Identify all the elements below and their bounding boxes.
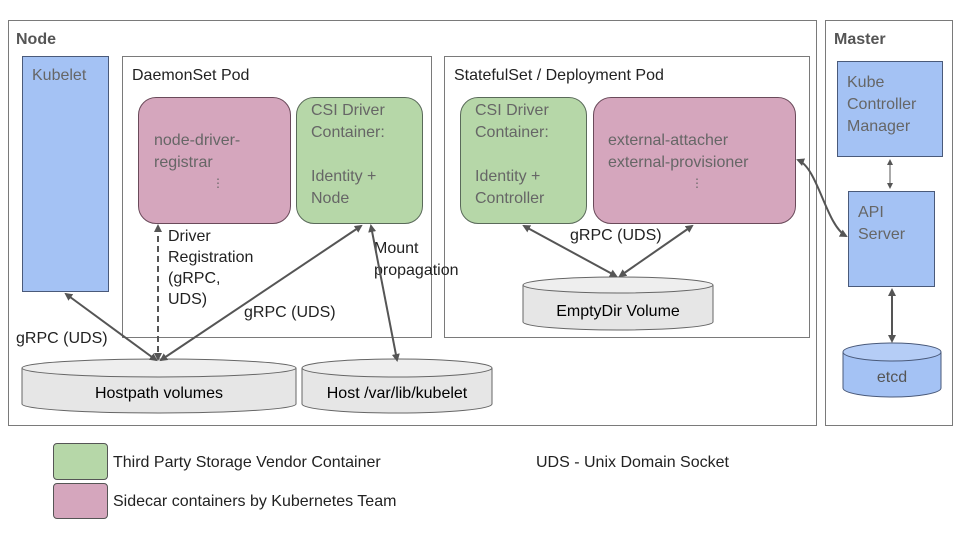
arrow-csi-controller-emptydir [522,225,618,277]
external-sidecars-box[interactable]: external-attacher external-provisioner ⋮ [593,97,796,224]
arrow-kubelet-hostpath [64,292,158,362]
csi-driver-controller-box[interactable]: CSI Driver Container: Identity + Control… [460,97,587,224]
statefulset-pod-title: StatefulSet / Deployment Pod [454,67,664,84]
master-title: Master [834,31,886,48]
legend-green-label: Third Party Storage Vendor Container [113,454,381,471]
csi-driver-node-label: CSI Driver Container: Identity + Node [311,102,385,207]
legend-green-swatch [53,443,108,480]
legend-uds-note: UDS - Unix Domain Socket [536,454,729,471]
api-server-box[interactable]: API Server [848,191,935,287]
daemonset-pod-title: DaemonSet Pod [132,67,250,84]
controller-manager-box[interactable]: Kube Controller Manager [837,61,943,157]
csi-driver-node-box[interactable]: CSI Driver Container: Identity + Node [296,97,423,224]
node-title: Node [16,31,56,48]
etcd-cylinder[interactable]: etcd [842,342,942,398]
emptydir-volume-cylinder[interactable]: EmptyDir Volume [522,276,714,331]
etcd-label: etcd [877,369,907,386]
external-sidecars-label: external-attacher external-provisioner [608,132,749,171]
sidecars-more-dots: ⋮ [691,176,703,190]
arrow-sidecars-emptydir [618,224,694,278]
arrow-sidecars-apiserver [796,158,848,237]
csi-driver-controller-label: CSI Driver Container: Identity + Control… [475,102,549,207]
legend-pink-swatch [53,483,108,519]
controller-manager-label: Kube Controller Manager [847,74,917,135]
host-kubelet-label: Host /var/lib/kubelet [327,385,468,402]
api-server-label: API Server [858,204,906,243]
arrow-mount-propagation [368,224,400,362]
host-kubelet-cylinder[interactable]: Host /var/lib/kubelet [301,358,493,414]
emptydir-volume-label: EmptyDir Volume [556,303,680,320]
hostpath-volumes-label: Hostpath volumes [95,385,223,402]
legend-pink-label: Sidecar containers by Kubernetes Team [113,493,397,510]
registrar-more-dots: ⋮ [212,176,224,190]
node-driver-registrar-box[interactable]: node-driver- registrar ⋮ [138,97,291,224]
arrow-csi-node-hostpath [159,224,363,362]
node-driver-registrar-label: node-driver- registrar [154,132,241,171]
hostpath-volumes-cylinder[interactable]: Hostpath volumes [21,358,297,414]
kubelet-label: Kubelet [32,67,87,84]
kubelet-box[interactable]: Kubelet [22,56,109,292]
